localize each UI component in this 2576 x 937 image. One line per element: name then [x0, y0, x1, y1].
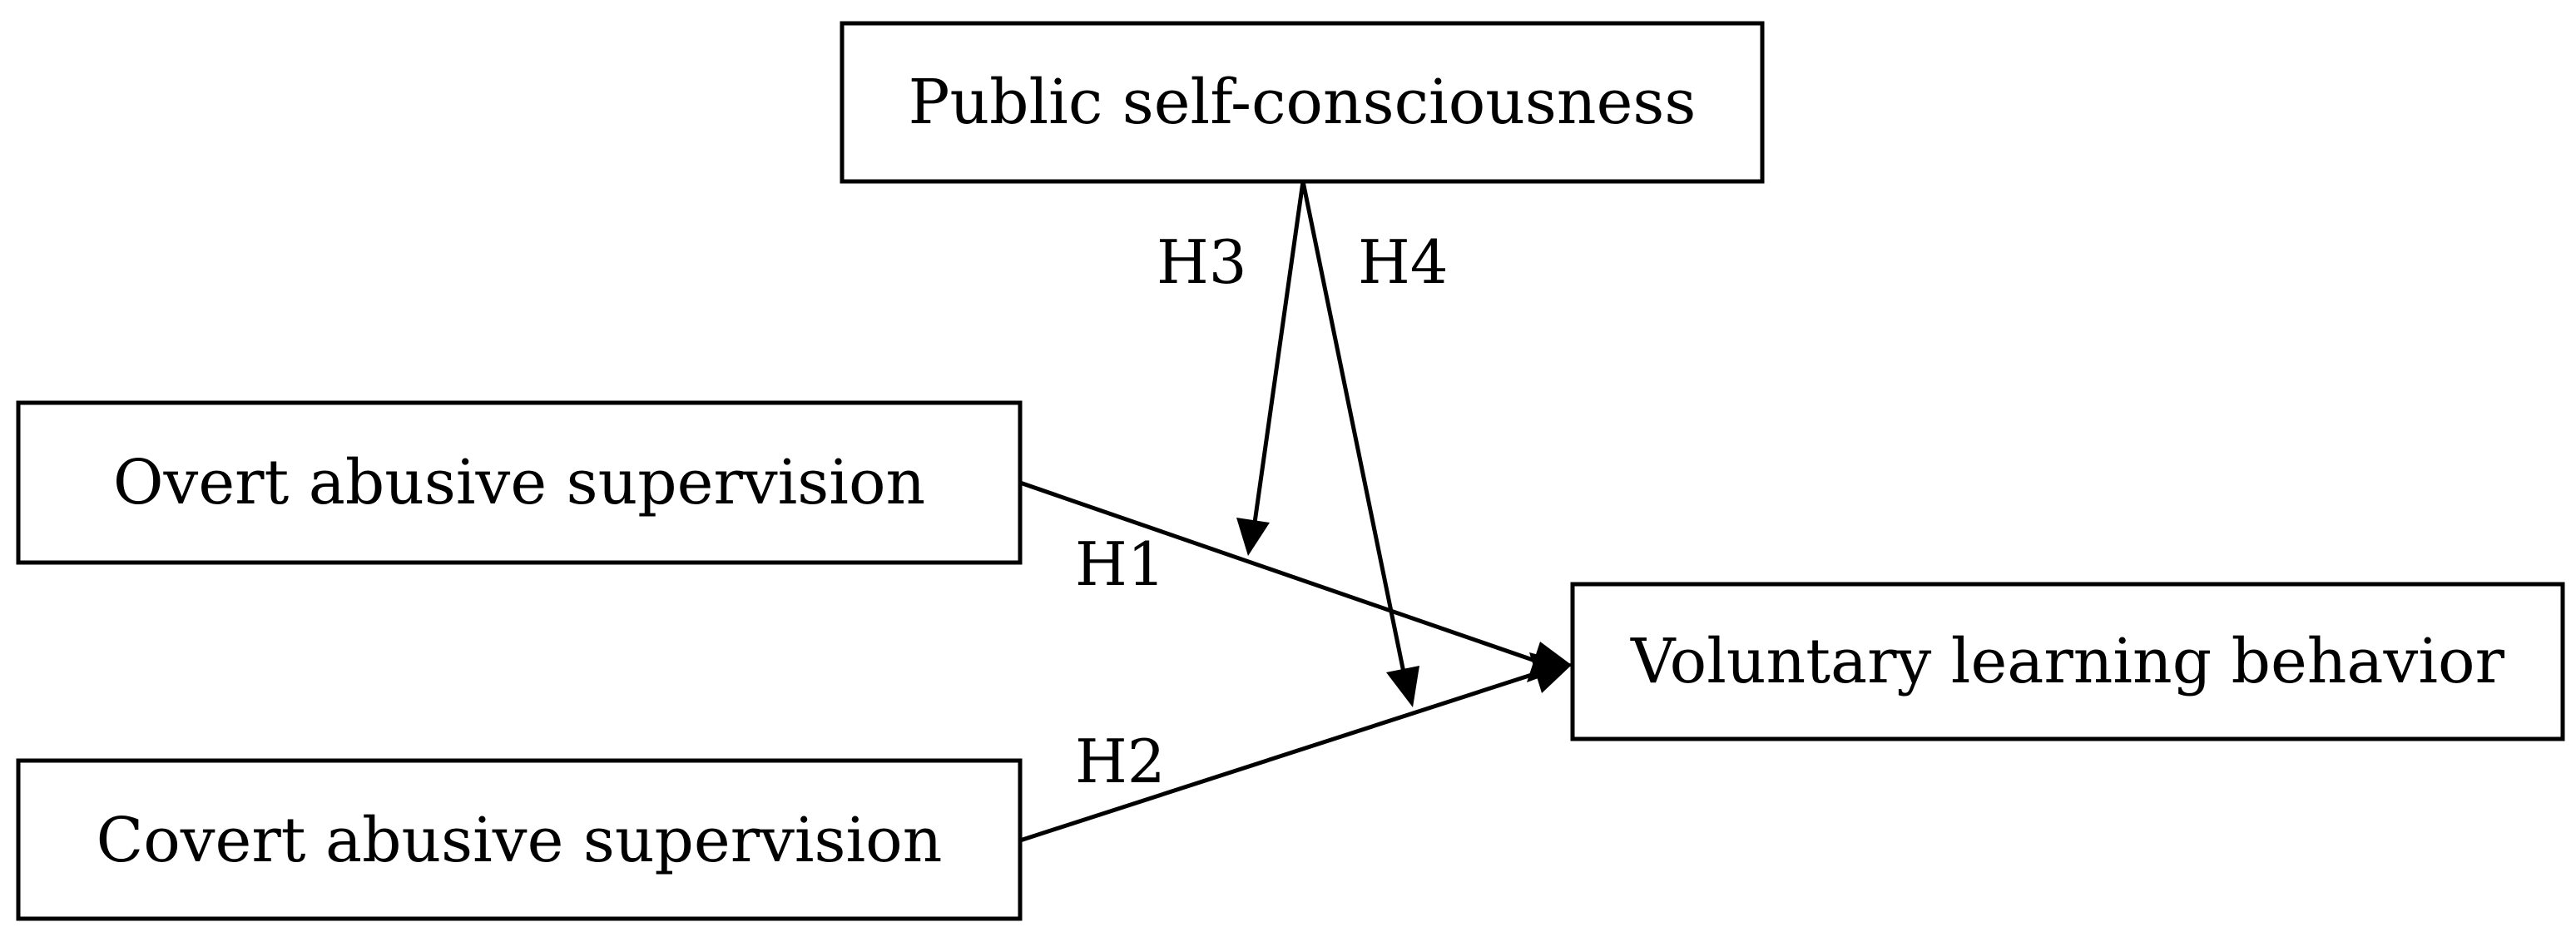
edge-h1-label: H1 — [1075, 529, 1166, 599]
edge-h3-line — [1252, 181, 1305, 523]
edge-h4-line — [1300, 181, 1406, 673]
node-covert-abusive-supervision-box — [16, 758, 1023, 921]
node-voluntary-learning-behavior-box — [1570, 582, 2565, 741]
edge-h3 — [1236, 181, 1305, 556]
node-public-self-consciousness: Public self-consciousness — [840, 21, 1765, 184]
edge-h4-label: H4 — [1358, 227, 1449, 297]
edge-h2-line — [1019, 670, 1540, 843]
node-voluntary-learning-behavior-label: Voluntary learning behavior — [1630, 626, 2505, 697]
node-public-self-consciousness-label: Public self-consciousness — [909, 67, 1697, 138]
node-overt-abusive-supervision-box — [16, 400, 1023, 565]
edge-h2 — [1019, 652, 1573, 843]
edge-h2-arrowhead — [1529, 652, 1573, 693]
edge-h3-label: H3 — [1157, 227, 1247, 297]
edge-h1-line — [1019, 480, 1538, 664]
node-overt-abusive-supervision-label: Overt abusive supervision — [113, 447, 925, 518]
node-voluntary-learning-behavior: Voluntary learning behavior — [1570, 582, 2565, 741]
node-public-self-consciousness-box — [840, 21, 1765, 184]
node-overt-abusive-supervision: Overt abusive supervision — [16, 400, 1023, 565]
node-covert-abusive-supervision: Covert abusive supervision — [16, 758, 1023, 921]
edge-h4 — [1300, 181, 1419, 707]
edge-h2-label: H2 — [1075, 726, 1166, 796]
edge-h3-arrowhead — [1236, 518, 1270, 556]
edge-h4-arrowhead — [1386, 666, 1419, 707]
node-covert-abusive-supervision-label: Covert abusive supervision — [97, 805, 943, 876]
